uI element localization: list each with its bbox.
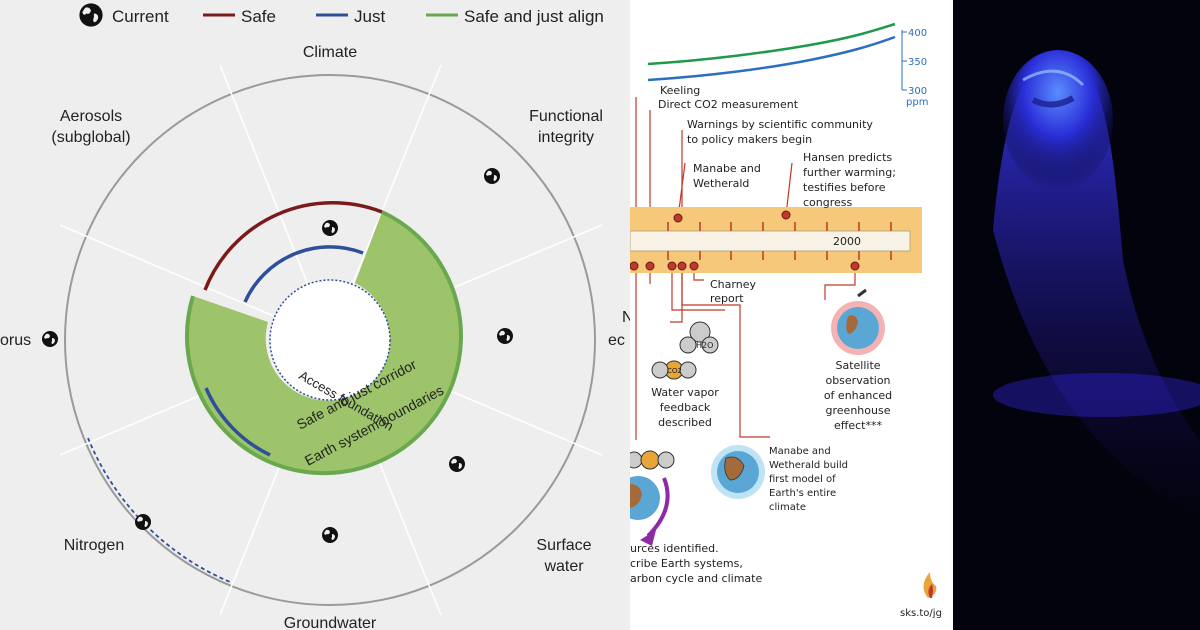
safe-just-boundary [185, 210, 463, 476]
molecule-icon: H2O CO2 [651, 321, 719, 380]
label-groundwater: Groundwater [284, 615, 377, 630]
ppm-tick-400: 400 [908, 28, 927, 39]
satellite-1: Satellite [835, 359, 880, 372]
glow-photo-panel [953, 0, 1200, 630]
globe-icon [42, 331, 58, 347]
legend-safe: Safe [241, 7, 276, 26]
hansen-1: Hansen predicts [803, 151, 892, 164]
legend-just: Just [354, 7, 385, 26]
model-4: Earth's entire [769, 488, 836, 499]
warnings-1: Warnings by scientific community [687, 118, 873, 131]
label-right-partial-1: N [622, 309, 630, 326]
access-foundation-circle [269, 279, 391, 401]
event-markers [630, 210, 860, 271]
hansen-2: further warming; [803, 166, 896, 179]
label-functional-1: Functional [529, 108, 603, 125]
safe-just-corridor [186, 212, 461, 474]
boundaries-diagram: Current Safe Just Safe and just align Ac… [0, 3, 630, 630]
glow-shadow-1 [1031, 95, 1075, 108]
model-globe-icon [711, 445, 765, 499]
label-surface-1: Surface [536, 537, 591, 554]
co2-label-1: CO2 [667, 367, 682, 375]
ppm-tick-300: 300 [908, 86, 927, 97]
globe-icon [322, 527, 338, 543]
hansen-3: testifies before [803, 181, 886, 194]
model-2: Wetherald build [769, 460, 848, 471]
legend-safe-just: Safe and just align [464, 7, 604, 26]
globe-icon [449, 456, 465, 472]
label-aerosols-2: (subglobal) [51, 129, 130, 146]
globe-icon [484, 168, 500, 184]
co2-curve-green [647, 22, 896, 66]
satellite-3: of enhanced [824, 389, 892, 402]
model-3: first model of [769, 474, 836, 485]
keeling-1: Keeling [660, 84, 700, 97]
sources-3: arbon cycle and climate [630, 572, 762, 585]
label-surface-2: water [543, 558, 584, 575]
model-5: climate [769, 502, 806, 513]
co2-molecule-icon [630, 450, 675, 470]
label-nitrogen: Nitrogen [64, 537, 124, 554]
timeline-ticks [667, 222, 892, 260]
satellite-4: greenhouse [826, 404, 891, 417]
credit: sks.to/jg [900, 608, 942, 619]
just-arc-lower [204, 387, 271, 457]
cycle-arrow-icon [646, 477, 670, 538]
water-1: Water vapor [651, 386, 719, 399]
cycle-arrowhead-icon [640, 530, 656, 546]
flame-logo-icon [923, 572, 937, 598]
timeline-panel: 400 350 300 ppm 2000 Keeling [630, 0, 953, 630]
manabe-1: Manabe and [693, 162, 761, 175]
earth-partial-icon [630, 476, 660, 520]
safe-arc-upper [203, 201, 383, 291]
legend: Current Safe Just Safe and just align [79, 3, 604, 27]
hansen-4: congress [803, 196, 853, 209]
glow-head [1003, 50, 1113, 190]
nitrogen-overshoot [87, 437, 231, 583]
globe-icon [497, 328, 513, 344]
boundaries-diagram-panel: Current Safe Just Safe and just align Ac… [0, 0, 630, 630]
glow-highlight-1 [1022, 69, 1085, 87]
satellite-2: observation [825, 374, 890, 387]
timeline-bar [630, 230, 911, 252]
globe-icon [135, 514, 151, 530]
globe-icon [322, 220, 338, 236]
ppm-tick-350: 350 [908, 57, 927, 68]
glow-floor-reflection [993, 373, 1200, 417]
year-2000: 2000 [833, 235, 861, 248]
label-climate: Climate [303, 44, 357, 61]
label-functional-2: integrity [538, 129, 594, 146]
satellite-5: effect*** [834, 419, 882, 432]
timeline-graphic: 400 350 300 ppm 2000 Keeling [630, 22, 942, 619]
charney-1: Charney [710, 278, 756, 291]
water-3: described [658, 416, 712, 429]
model-1: Manabe and [769, 446, 831, 457]
label-right-partial-2: ec [608, 332, 625, 349]
just-arc-upper [243, 245, 364, 303]
legend-current: Current [112, 7, 169, 26]
charney-2: report [710, 292, 744, 305]
ppm-unit: ppm [906, 97, 928, 108]
sources-2: cribe Earth systems, [630, 557, 743, 570]
sources-1: urces identified. [630, 542, 719, 555]
warnings-2: to policy makers begin [687, 133, 812, 146]
co2-curve-blue [647, 35, 896, 82]
glow-photo [953, 0, 1200, 630]
current-globe-icon [79, 3, 103, 27]
water-2: feedback [660, 401, 711, 414]
outer-ring [64, 74, 596, 606]
label-aerosols-1: Aerosols [60, 108, 122, 125]
h2o-label: H2O [696, 341, 713, 350]
keeling-2: Direct CO2 measurement [658, 98, 799, 111]
satellite-globe-icon [831, 288, 885, 355]
label-phosphorus: orus [0, 332, 31, 349]
manabe-2: Wetherald [693, 177, 749, 190]
